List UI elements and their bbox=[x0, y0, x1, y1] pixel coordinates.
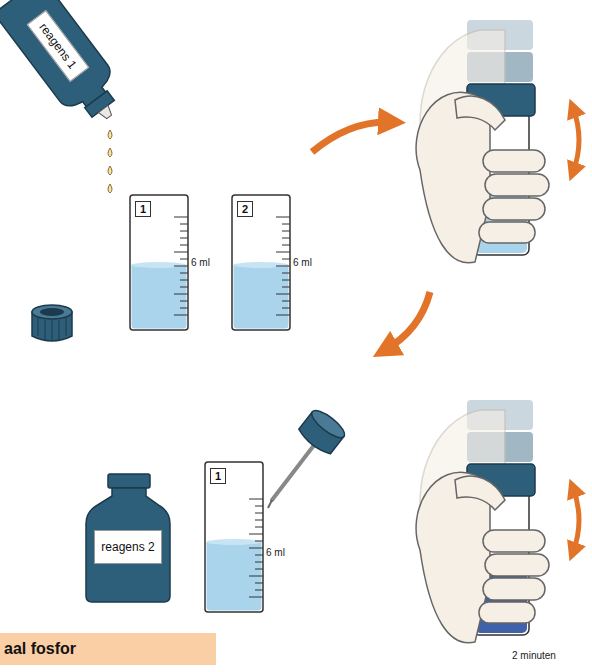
number-box: 1 bbox=[135, 201, 151, 217]
bottle-label: reagens 2 bbox=[94, 530, 162, 564]
annotation: 6 ml bbox=[266, 547, 285, 558]
node-text: 1 bbox=[215, 470, 221, 482]
step-arrow bbox=[385, 292, 430, 350]
reagent-bottle bbox=[0, 0, 133, 135]
number-box: 2 bbox=[237, 201, 253, 217]
reagent-bottle bbox=[86, 474, 170, 602]
test-tube bbox=[205, 462, 263, 612]
shaking-hand bbox=[416, 20, 579, 263]
test-tube bbox=[232, 195, 290, 330]
step-arrow bbox=[312, 122, 392, 152]
test-tube bbox=[130, 195, 188, 330]
bottle-cap bbox=[32, 305, 72, 341]
shaking-hand bbox=[416, 400, 579, 643]
node-text: 2 bbox=[242, 203, 248, 215]
drops bbox=[108, 130, 112, 193]
node-text: reagens 2 bbox=[101, 540, 154, 554]
annotation: 6 ml bbox=[191, 257, 210, 268]
dropper-cap bbox=[268, 406, 348, 508]
annotation: 6 ml bbox=[293, 257, 312, 268]
annotation: 2 minuten bbox=[512, 650, 556, 661]
title-band: aal fosfor bbox=[0, 633, 216, 665]
node-text: aal fosfor bbox=[4, 640, 76, 658]
number-box: 1 bbox=[210, 468, 226, 484]
node-text: 1 bbox=[140, 203, 146, 215]
